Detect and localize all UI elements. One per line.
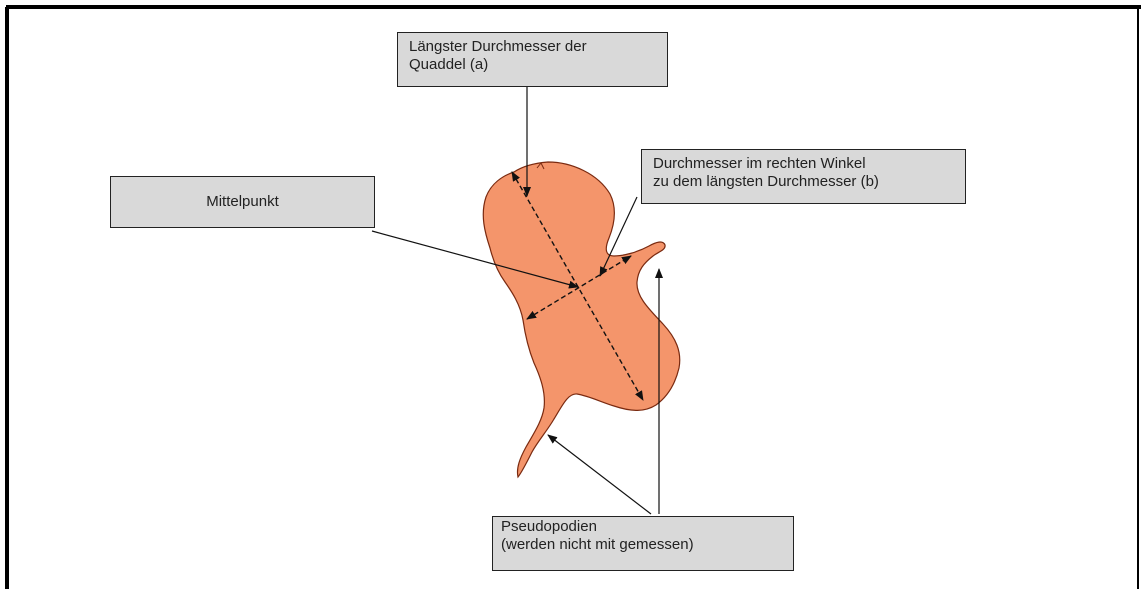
- label-longest-diameter: Längster Durchmesser der Quaddel (a): [397, 32, 668, 87]
- label-pseudopodia: Pseudopodien (werden nicht mit gemessen): [492, 516, 794, 571]
- label-perpendicular-diameter-line-1: Durchmesser im rechten Winkel: [653, 155, 965, 173]
- label-longest-diameter-line-2: Quaddel (a): [409, 56, 667, 74]
- label-center-text: Mittelpunkt: [111, 193, 374, 211]
- label-pseudopodia-line-2: (werden nicht mit gemessen): [501, 536, 793, 554]
- callout-arrow-pseudopodium-lower: [548, 435, 651, 514]
- label-pseudopodia-line-1: Pseudopodien: [501, 518, 793, 536]
- label-center: Mittelpunkt: [110, 176, 375, 228]
- label-longest-diameter-line-1: Längster Durchmesser der: [409, 38, 667, 56]
- label-perpendicular-diameter: Durchmesser im rechten Winkel zu dem län…: [641, 149, 966, 204]
- label-perpendicular-diameter-line-2: zu dem längsten Durchmesser (b): [653, 173, 965, 191]
- wheal-shape: [483, 162, 680, 477]
